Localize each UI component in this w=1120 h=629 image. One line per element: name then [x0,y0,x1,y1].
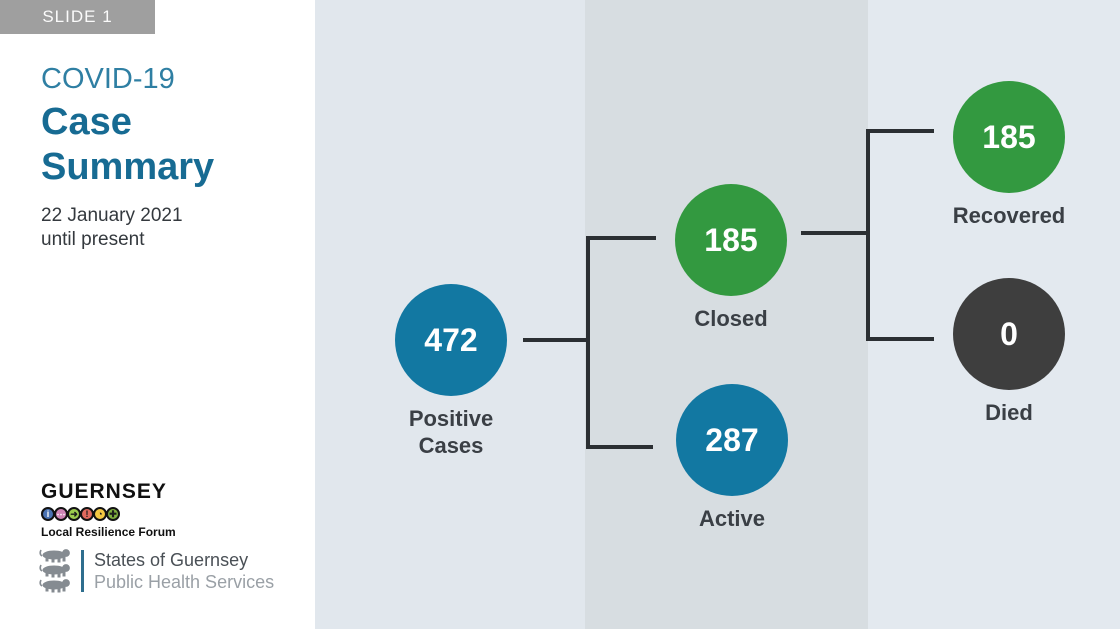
speech-icon: ⋯ [54,507,68,521]
connector-split2-to-recovered [866,129,934,133]
closed-label: Closed [694,306,768,331]
node-closed: 185 Closed [651,184,811,332]
connector-split1-to-active [586,445,653,449]
active-label: Active [698,506,766,531]
active-value: 287 [705,421,759,458]
slide-number-tag: SLIDE 1 [0,0,155,34]
guernsey-crest-icon [39,549,70,593]
recovered-label: Recovered [952,203,1066,228]
lrf-logo-title: GUERNSEY [41,480,167,503]
positive-cases-value: 472 [424,321,478,358]
closed-value: 185 [704,221,758,258]
node-died: 0 Died [929,278,1089,426]
lrf-logo-subtitle: Local Resilience Forum [41,525,176,539]
connector-split2-to-died [866,337,934,341]
sog-logo: States of Guernsey Public Health Service… [38,547,274,595]
died-label: Died [985,400,1033,425]
plus-icon: ✚ [106,507,120,521]
lrf-logo: GUERNSEY i ⋯ ➜ ! ◔ ✚ Local Resilience Fo… [41,480,176,539]
date-range: 22 January 2021 until present [41,205,183,250]
positive-cases-label: Positive Cases [408,406,494,458]
node-active: 287 Active [652,384,812,532]
sog-text-block: States of Guernsey Public Health Service… [94,549,274,593]
connector-split1-vertical [586,236,590,449]
title-kicker: COVID-19 [41,63,175,95]
sog-logo-divider [81,550,84,592]
recovered-value: 185 [982,118,1036,155]
connector-split2-vertical [866,129,870,341]
clock-icon: ◔ [93,507,107,521]
sog-org-name: States of Guernsey [94,550,249,570]
died-circle: 0 [953,278,1065,390]
alert-icon: ! [80,507,94,521]
arrow-icon: ➜ [67,507,81,521]
closed-circle: 185 [675,184,787,296]
active-circle: 287 [676,384,788,496]
page-title: Case Summary [41,101,215,188]
info-icon: i [41,507,55,521]
connector-positive-to-split [523,338,586,342]
lrf-icon-row: i ⋯ ➜ ! ◔ ✚ [41,507,176,521]
sog-dept-name: Public Health Services [94,572,275,592]
connector-closed-to-split [801,231,866,235]
node-positive-cases: 472 Positive Cases [371,284,531,459]
connector-split1-to-closed [586,236,656,240]
node-recovered: 185 Recovered [929,81,1089,229]
recovered-circle: 185 [953,81,1065,193]
background-band-middle [585,0,868,629]
died-value: 0 [1000,315,1018,352]
positive-cases-circle: 472 [395,284,507,396]
